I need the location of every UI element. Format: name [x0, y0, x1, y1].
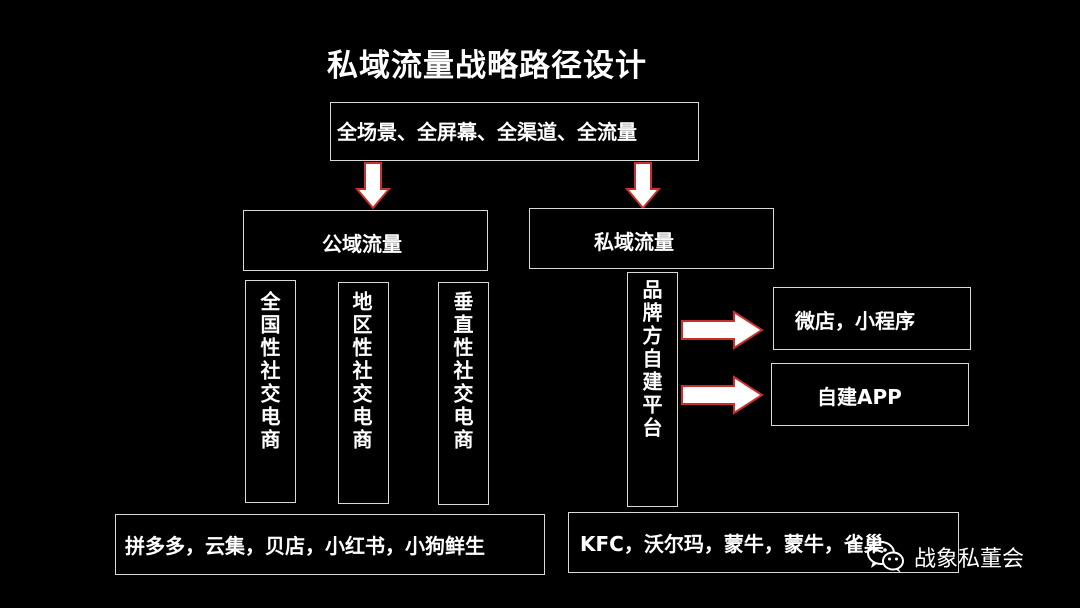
right-arrow-bottom — [681, 375, 764, 415]
private-examples-box: KFC，沃尔玛，蒙牛，蒙牛，雀巢 — [568, 512, 959, 573]
public-column-vertical-label: 垂直性社交电商 — [450, 291, 474, 452]
private-traffic-box: 私域流量 — [529, 208, 774, 269]
down-arrow-right — [624, 162, 662, 210]
wechat-icon — [867, 541, 904, 573]
public-column-regional: 地区性社交电商 — [338, 282, 389, 504]
watermark-text: 战象私董会 — [914, 547, 1025, 572]
top-box-label: 全场景、全屏幕、全渠道、全流量 — [337, 120, 637, 144]
public-column-national-label: 全国性社交电商 — [257, 291, 281, 452]
brand-platform-label: 品牌方自建平台 — [639, 279, 663, 440]
public-examples-label: 拼多多，云集，贝店，小红书，小狗鲜生 — [125, 534, 485, 558]
public-column-national: 全国性社交电商 — [245, 280, 296, 503]
output-miniprogram-label: 微店，小程序 — [795, 309, 915, 333]
top-box: 全场景、全屏幕、全渠道、全流量 — [330, 102, 699, 161]
right-arrow-top — [681, 310, 764, 350]
output-box-miniprogram: 微店，小程序 — [773, 287, 971, 350]
private-examples-label: KFC，沃尔玛，蒙牛，蒙牛，雀巢 — [580, 532, 884, 556]
output-app-label: 自建APP — [817, 385, 902, 409]
watermark: 战象私董会 — [866, 540, 1024, 574]
public-traffic-label: 公域流量 — [322, 232, 402, 256]
page-title: 私域流量战略路径设计 — [327, 48, 647, 84]
public-column-regional-label: 地区性社交电商 — [349, 291, 373, 452]
public-traffic-box: 公域流量 — [243, 210, 488, 271]
public-examples-box: 拼多多，云集，贝店，小红书，小狗鲜生 — [115, 514, 545, 575]
brand-platform-column: 品牌方自建平台 — [627, 272, 678, 507]
public-column-vertical: 垂直性社交电商 — [438, 282, 489, 505]
private-traffic-label: 私域流量 — [594, 230, 674, 254]
down-arrow-left — [354, 162, 392, 210]
output-box-app: 自建APP — [771, 363, 969, 426]
